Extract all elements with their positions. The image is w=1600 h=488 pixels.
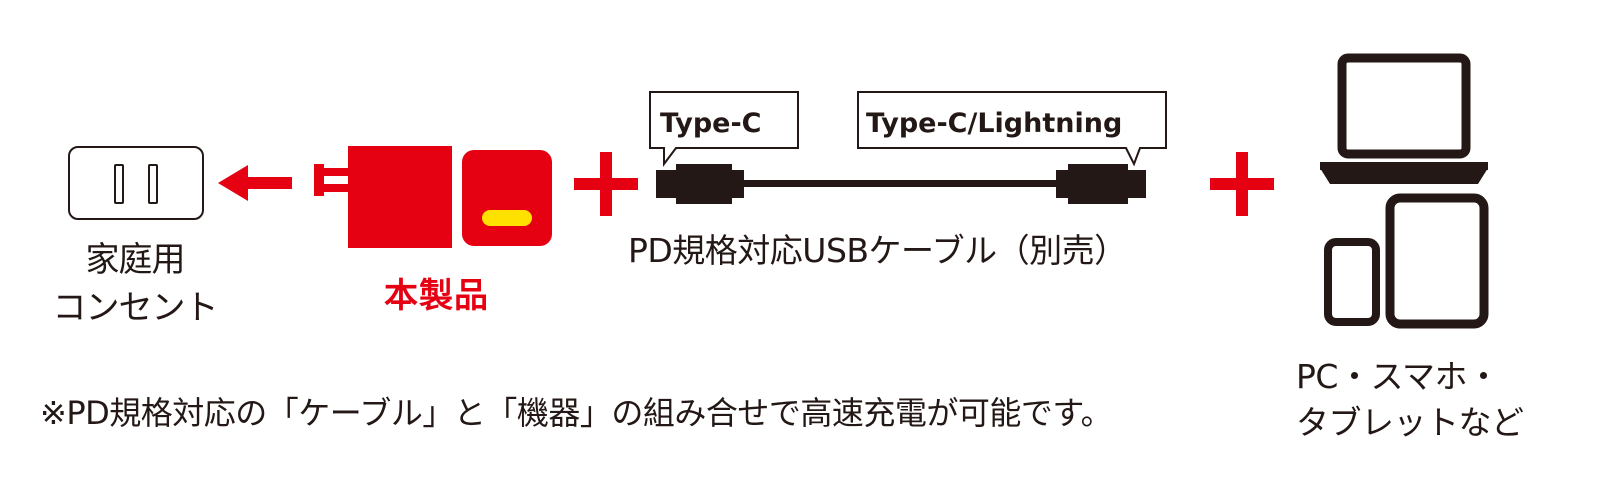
smartphone-icon — [1324, 238, 1380, 326]
usb-cable-icon: Type-C Type-C/Lightning — [649, 91, 1167, 204]
tag-right-bubble — [857, 91, 1167, 167]
usb-charger-icon — [314, 146, 552, 248]
usb-c-port — [482, 210, 532, 226]
wall-outlet-icon — [68, 146, 204, 220]
tag-left-bubble — [649, 91, 799, 167]
outlet-label: 家庭用 コンセント — [50, 236, 220, 332]
plug-prong-bottom — [318, 184, 350, 192]
connector-left-tip — [656, 170, 678, 198]
footnote: ※PD規格対応の「ケーブル」と「機器」の組み合せで高速充電が可能です。 — [40, 394, 1113, 432]
tag-right-text: Type-C/Lightning — [866, 108, 1122, 139]
charger-side-view — [348, 146, 452, 248]
plug-prong-top — [318, 168, 350, 176]
devices-group — [1320, 53, 1489, 329]
product-label: 本製品 — [384, 276, 489, 316]
outlet-slot-left — [114, 164, 124, 204]
plus-icon — [574, 152, 638, 216]
charger-front-view — [462, 150, 552, 246]
outlet-label-line2: コンセント — [52, 288, 219, 328]
connector-right-body — [1068, 164, 1128, 204]
outlet-slot-right — [148, 164, 158, 204]
outlet-label-line1: 家庭用 — [85, 240, 186, 280]
connector-right-tip — [1126, 170, 1146, 198]
plus-icon — [1210, 152, 1274, 216]
cable-caption: PD規格対応USBケーブル（別売） — [628, 231, 1127, 270]
connector-left-body — [676, 164, 732, 204]
cable-wire — [742, 180, 1058, 187]
devices-label-line1: PC・スマホ・ — [1296, 357, 1500, 396]
tag-left-text: Type-C — [660, 108, 761, 139]
laptop-icon — [1320, 53, 1488, 184]
devices-label-line2: タブレットなど — [1296, 403, 1524, 442]
arrow-left-icon — [218, 165, 292, 201]
tablet-icon — [1385, 193, 1489, 329]
devices-label: PC・スマホ・ タブレットなど — [1296, 354, 1536, 446]
